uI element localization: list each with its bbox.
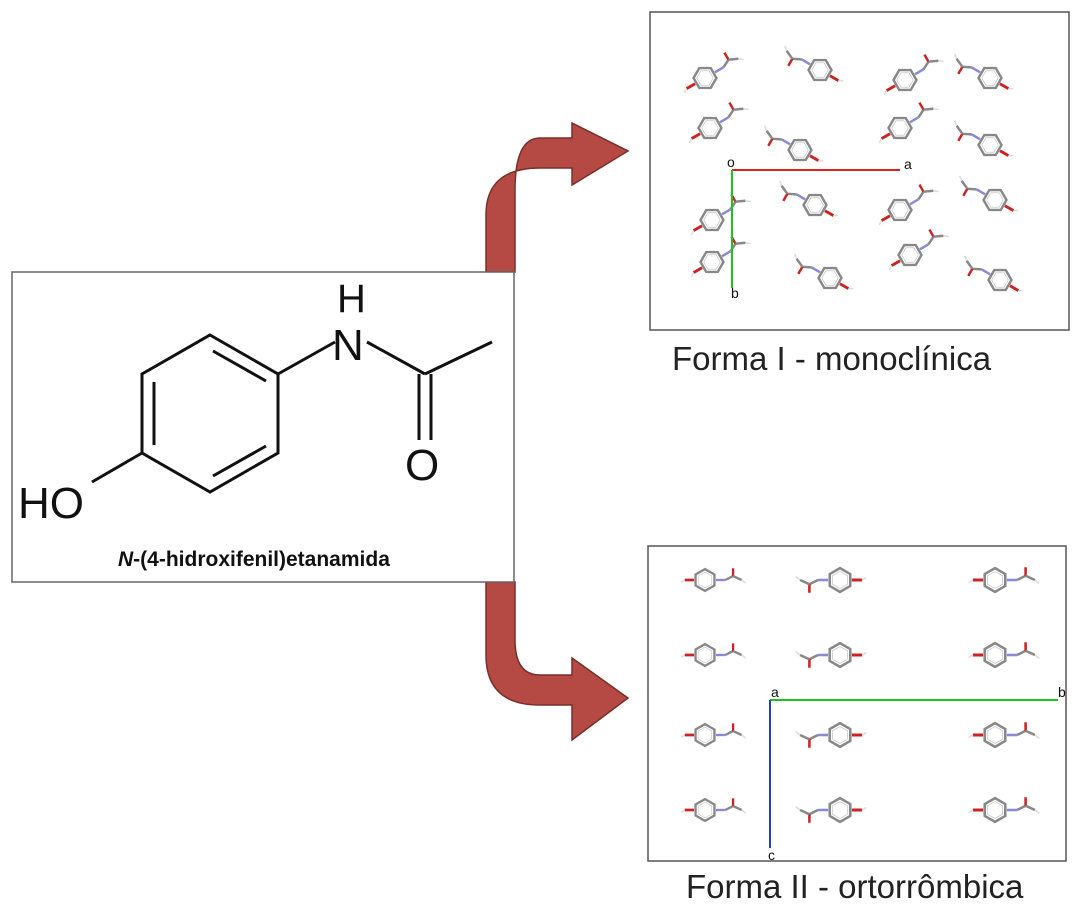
crystal-molecule — [680, 642, 747, 668]
crystal-molecule — [793, 253, 854, 290]
form1-axis-b: b — [731, 285, 739, 301]
molecule-box — [11, 271, 515, 583]
form2-panel — [647, 545, 1067, 862]
crystal-molecule — [883, 53, 944, 96]
form1-caption: Forma I - monoclínica — [672, 340, 992, 377]
crystal-molecule — [878, 101, 939, 144]
crystal-molecule — [968, 566, 1040, 594]
crystal-molecule — [958, 175, 1019, 212]
crystal-molecule — [953, 53, 1014, 90]
crystal-molecule — [795, 721, 867, 749]
form1-unit-cell: o a b — [727, 154, 912, 301]
crystal-molecule — [688, 101, 749, 144]
atom-h: H — [337, 277, 366, 321]
crystal-molecule — [878, 183, 939, 226]
crystal-molecule — [888, 228, 949, 271]
atom-o: O — [405, 441, 439, 490]
crystal-molecule — [680, 797, 747, 823]
crystal-molecule — [968, 796, 1040, 824]
crystal-molecule — [795, 566, 867, 594]
crystal-molecule — [795, 641, 867, 669]
atom-n: N — [332, 321, 364, 370]
crystal-molecule — [783, 45, 844, 82]
form2-caption: Forma II - ortorrômbica — [686, 868, 1024, 905]
crystal-molecule — [963, 255, 1024, 292]
form2-crystal-packing — [680, 566, 1040, 824]
form1-crystal-packing — [683, 45, 1024, 292]
crystal-molecule — [680, 722, 747, 748]
arrow-to-form2 — [485, 581, 630, 742]
form2-axis-origin: a — [771, 684, 779, 700]
form1-axis-origin: o — [727, 154, 735, 170]
molecule-name: N-(4-hidroxifenil)etanamida — [118, 548, 390, 571]
form2-unit-cell: a b c — [768, 684, 1066, 863]
benzene-ring — [91, 333, 493, 494]
crystal-molecule — [968, 641, 1040, 669]
crystal-molecule — [778, 180, 839, 217]
form1-axis-a: a — [904, 156, 912, 172]
crystal-molecule — [795, 796, 867, 824]
crystal-molecule — [680, 567, 747, 593]
crystal-molecule — [683, 51, 744, 94]
crystal-molecule — [953, 120, 1014, 157]
form2-axis-c: c — [768, 847, 775, 863]
crystal-molecule — [763, 125, 824, 162]
form2-axis-b: b — [1058, 684, 1066, 700]
atom-ho: HO — [18, 479, 84, 528]
arrow-to-form1 — [485, 121, 630, 273]
crystal-molecule — [968, 721, 1040, 749]
